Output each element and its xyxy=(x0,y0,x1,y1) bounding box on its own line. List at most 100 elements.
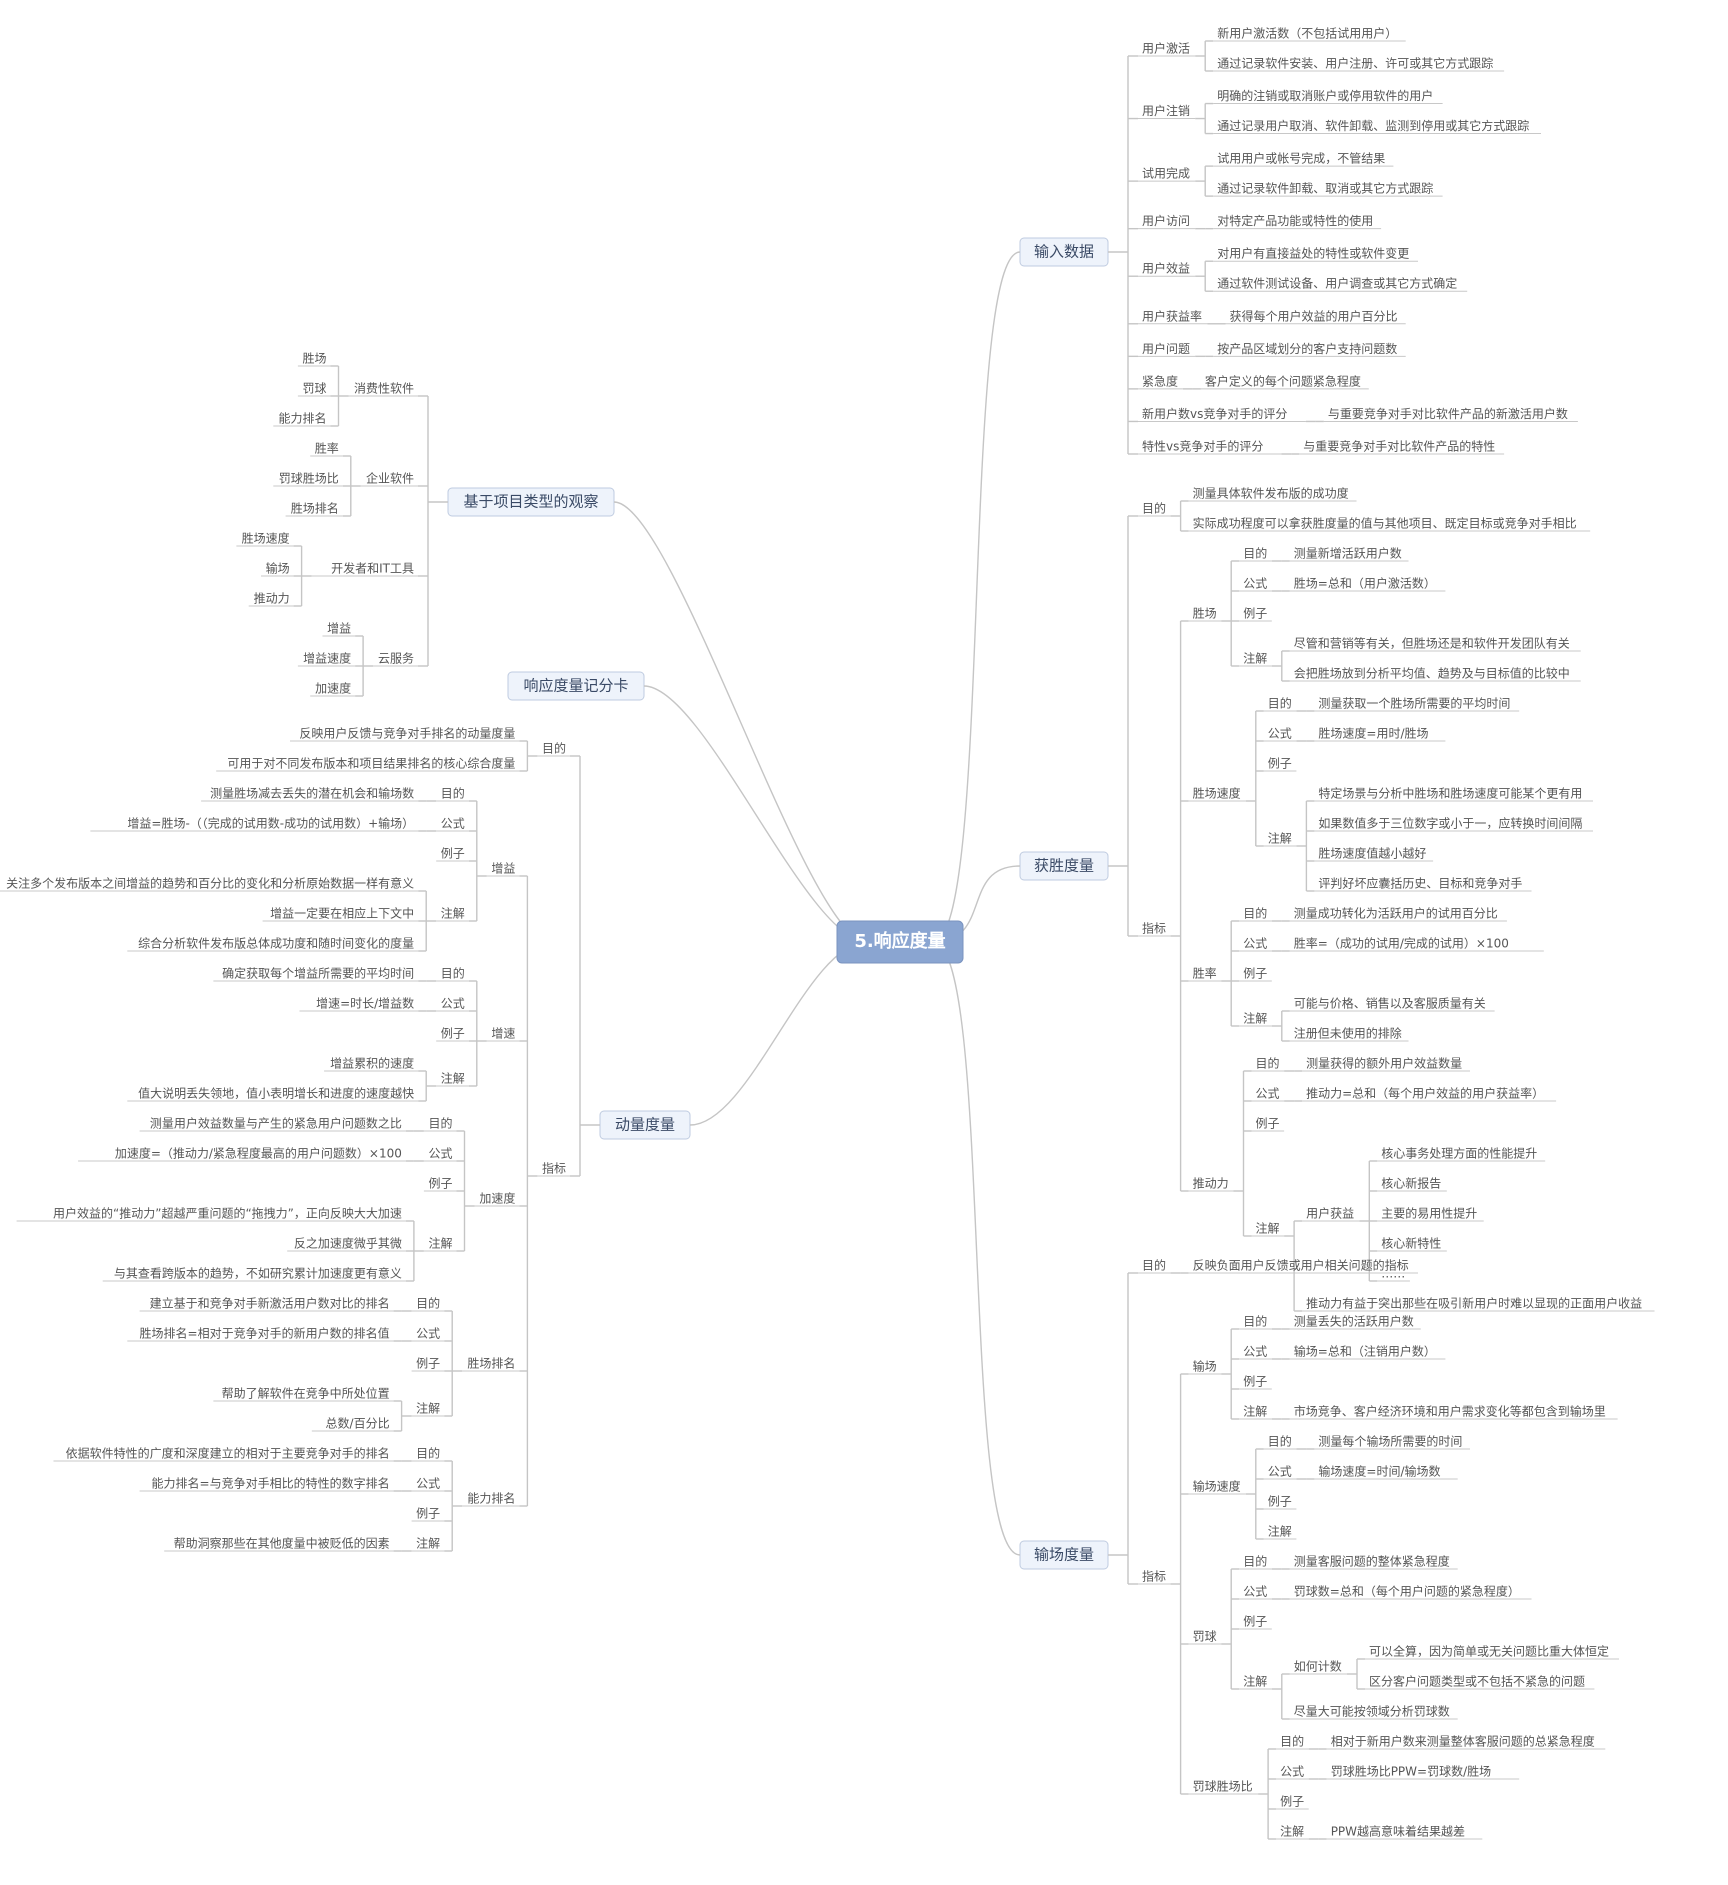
main-topic-label: 输入数据 xyxy=(1034,243,1094,261)
node-label: 能力排名 xyxy=(467,1491,515,1506)
node-label: 目的 xyxy=(416,1296,440,1311)
node-label: 主要的易用性提升 xyxy=(1381,1206,1477,1221)
node-label: 实际成功程度可以拿获胜度量的值与其他项目、既定目标或竞争对手相比 xyxy=(1193,516,1577,531)
node-label: 公式 xyxy=(1243,1585,1267,1599)
node-label: 输场 xyxy=(1193,1359,1217,1374)
node-label: 试用完成 xyxy=(1142,166,1190,181)
node-label: 目的 xyxy=(441,966,465,981)
main-edge xyxy=(643,685,868,943)
node-label: 测量用户效益数量与产生的紧急用户问题数之比 xyxy=(150,1116,402,1131)
node-label: 客户定义的每个问题紧急程度 xyxy=(1205,373,1361,388)
node-label: 对用户有直接益处的特性或软件变更 xyxy=(1217,246,1409,261)
node-label: 反之加速度微乎其微 xyxy=(294,1236,402,1251)
node-label: 明确的注销或取消账户或停用软件的用户 xyxy=(1217,88,1433,103)
node-label: 用户效益的“推动力”超越严重问题的“拖拽力”，正向反映大大加速 xyxy=(53,1206,402,1221)
node-label: 测量每个输场所需要的时间 xyxy=(1318,1434,1462,1449)
node-label: 例子 xyxy=(416,1507,440,1521)
node-label: 例子 xyxy=(1243,607,1267,621)
node-label: 如果数值多于三位数字或小于一，应转换时间间隔 xyxy=(1318,816,1582,831)
node-label: 目的 xyxy=(1142,501,1166,516)
node-label: 例子 xyxy=(1256,1117,1280,1131)
node-label: 注解 xyxy=(1280,1824,1304,1839)
node-label: 测量成功转化为活跃用户的试用百分比 xyxy=(1294,906,1498,921)
node-label: 公式 xyxy=(441,817,465,831)
node-label: 特定场景与分析中胜场和胜场速度可能某个更有用 xyxy=(1318,786,1582,801)
node-label: 胜场=总和（用户激活数） xyxy=(1294,576,1436,591)
node-label: 测量胜场减去丢失的潜在机会和输场数 xyxy=(210,786,414,801)
node-label: 帮助洞察那些在其他度量中被贬低的因素 xyxy=(174,1536,390,1551)
main-topic-label: 基于项目类型的观察 xyxy=(463,493,598,511)
node-label: 公式 xyxy=(1256,1087,1280,1101)
node-label: 例子 xyxy=(1280,1795,1304,1809)
node-label: 如何计数 xyxy=(1294,1659,1342,1674)
node-label: 测量获得的额外用户效益数量 xyxy=(1306,1056,1462,1071)
node-label: 例子 xyxy=(1243,1375,1267,1389)
node-label: 胜率=（成功的试用/完成的试用）×100 xyxy=(1294,936,1509,951)
node-label: 输场速度=时间/输场数 xyxy=(1318,1464,1440,1479)
node-label: 目的 xyxy=(1268,1434,1292,1449)
node-label: 测量新增活跃用户数 xyxy=(1294,546,1402,561)
node-label: 公式 xyxy=(1280,1765,1304,1779)
node-label: 用户获益 xyxy=(1306,1206,1354,1221)
node-label: 尽量大可能按领域分析罚球数 xyxy=(1294,1704,1450,1719)
node-label: 注解 xyxy=(1243,651,1267,666)
node-label: 胜率 xyxy=(315,441,339,456)
node-label: 测量获取一个胜场所需要的平均时间 xyxy=(1318,696,1510,711)
node-label: 用户访问 xyxy=(1142,213,1190,228)
node-label: 目的 xyxy=(1243,1314,1267,1329)
node-label: 注解 xyxy=(428,1236,452,1251)
node-label: 增益速度 xyxy=(303,651,351,666)
main-topic-label: 动量度量 xyxy=(615,1116,675,1134)
central-topic-label: 5.响应度量 xyxy=(854,930,945,952)
central-topic-box[interactable] xyxy=(836,920,964,964)
node-label: 增速 xyxy=(491,1027,515,1041)
node-label: 增益 xyxy=(327,622,351,636)
node-label: 用户效益 xyxy=(1142,261,1190,276)
node-label: 与重要竞争对手对比软件产品的特性 xyxy=(1303,439,1495,454)
node-label: 关注多个发布版本之间增益的趋势和百分比的变化和分析原始数据一样有意义 xyxy=(6,876,414,891)
node-label: 指标 xyxy=(542,1161,566,1176)
node-label: 依据软件特性的广度和深度建立的相对于主要竞争对手的排名 xyxy=(66,1446,390,1461)
node-label: 值大说明丢失领地，值小表明增长和进度的速度越快 xyxy=(138,1086,414,1101)
node-label: 罚球数=总和（每个用户问题的紧急程度） xyxy=(1294,1584,1520,1599)
node-label: 增益一定要在相应上下文中 xyxy=(270,906,414,921)
node-label: 核心新报告 xyxy=(1381,1176,1441,1191)
node-label: 注解 xyxy=(1256,1221,1280,1236)
node-label: 用户问题 xyxy=(1142,341,1190,356)
node-label: 测量具体软件发布版的成功度 xyxy=(1193,486,1349,501)
node-label: 注解 xyxy=(1268,831,1292,846)
node-label: 输场 xyxy=(266,561,290,576)
node-label: 加速度 xyxy=(315,681,351,696)
node-label: 可以全算，因为简单或无关问题比重大体恒定 xyxy=(1369,1644,1609,1659)
node-label: 注解 xyxy=(1268,1524,1292,1539)
node-label: 紧急度 xyxy=(1142,373,1178,388)
main-edge xyxy=(613,501,868,943)
node-label: 推动力 xyxy=(1193,1177,1229,1191)
node-label: 通过记录用户取消、软件卸载、监测到停用或其它方式跟踪 xyxy=(1217,118,1529,133)
main-topic-label: 获胜度量 xyxy=(1034,857,1094,875)
main-topic-label: 输场度量 xyxy=(1034,1546,1094,1564)
node-label: 目的 xyxy=(1280,1734,1304,1749)
node-label: 胜场排名=相对于竞争对手的新用户数的排名值 xyxy=(140,1326,390,1341)
node-label: 公式 xyxy=(416,1327,440,1341)
node-label: 通过记录软件卸载、取消或其它方式跟踪 xyxy=(1217,181,1433,196)
node-label: 推动力 xyxy=(254,592,290,606)
node-label: 核心事务处理方面的性能提升 xyxy=(1381,1146,1537,1161)
node-label: 公式 xyxy=(416,1477,440,1491)
node-label: 例子 xyxy=(441,847,465,861)
node-label: 例子 xyxy=(1243,967,1267,981)
node-label: 测量客服问题的整体紧急程度 xyxy=(1294,1554,1450,1569)
node-label: 注解 xyxy=(416,1401,440,1416)
node-label: 罚球 xyxy=(1193,1630,1217,1644)
main-edge xyxy=(932,941,1021,1556)
node-label: 公式 xyxy=(1243,1345,1267,1359)
node-label: 罚球 xyxy=(302,382,326,396)
node-label: 注解 xyxy=(441,1071,465,1086)
node-label: 胜场速度 xyxy=(242,531,290,546)
node-label: 目的 xyxy=(542,741,566,756)
node-label: PPW越高意味着结果越差 xyxy=(1331,1824,1465,1839)
node-label: 公式 xyxy=(1243,937,1267,951)
node-label: 胜场速度 xyxy=(1193,786,1241,801)
node-label: 推动力=总和（每个用户效益的用户获益率） xyxy=(1306,1086,1544,1101)
